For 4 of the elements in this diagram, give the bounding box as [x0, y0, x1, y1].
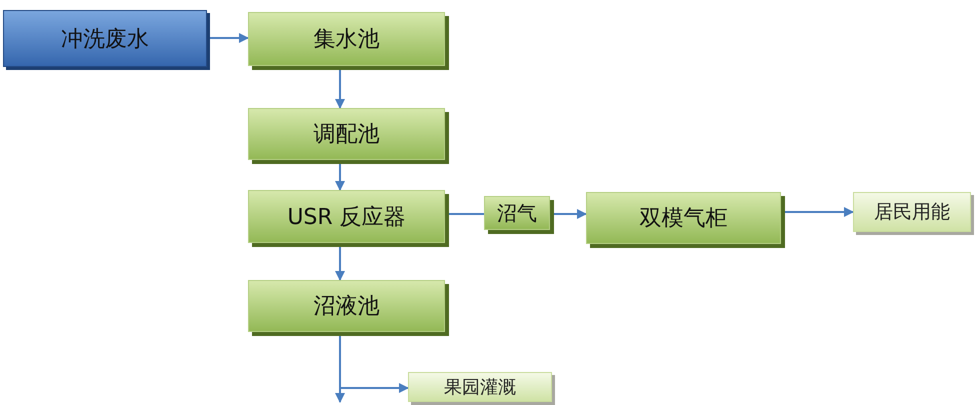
arrow: [207, 33, 249, 43]
process-box: 果园灌溉: [408, 372, 552, 402]
process-box: 冲洗废水: [3, 10, 207, 67]
process-box: 居民用能: [853, 192, 971, 232]
